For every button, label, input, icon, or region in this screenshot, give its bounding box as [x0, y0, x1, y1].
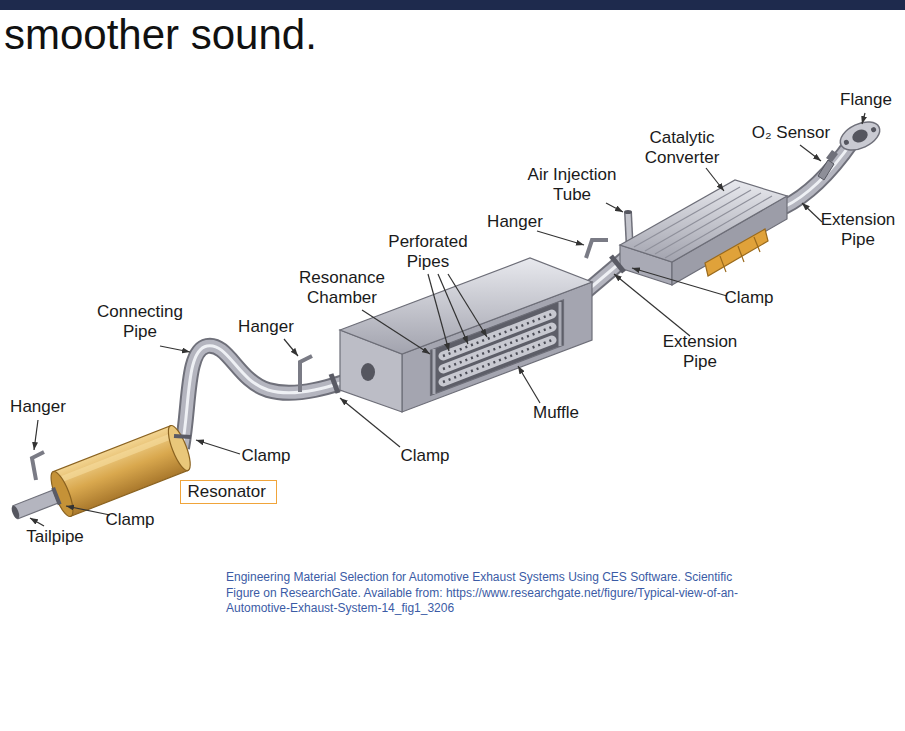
figure-caption: Engineering Material Selection for Autom… [226, 570, 766, 617]
muffler-cutaway [431, 300, 564, 396]
flange-hole [850, 127, 870, 145]
perforated-pipe [443, 340, 552, 382]
part-label: Tailpipe [26, 527, 84, 547]
baffle-plate [559, 302, 562, 346]
rib [645, 190, 751, 251]
slide-heading-fragment: smoother sound. [4, 12, 317, 58]
leader-line [362, 310, 430, 354]
leader-line [340, 398, 400, 447]
leader-line [862, 113, 865, 124]
perforations [443, 340, 552, 382]
leader-line [66, 506, 110, 515]
leader-line [34, 420, 38, 450]
box-label: Resonator [188, 482, 269, 502]
front-pipe [784, 142, 852, 207]
part-label: Air Injection Tube [513, 165, 631, 204]
part-label: Resonance Chamber [292, 268, 392, 307]
baffle-plate [433, 349, 436, 394]
clamp [53, 488, 60, 505]
muffler-outlet [361, 363, 375, 381]
leader-line [30, 518, 44, 526]
leader-line [706, 168, 724, 191]
resonator-assembly [4, 423, 195, 536]
part-label: Extension Pipe [817, 210, 899, 249]
o2-sensor [818, 160, 834, 180]
o2-sensor-head [826, 150, 838, 162]
honeycomb-line [754, 237, 760, 252]
part-label: Hanger [487, 212, 543, 232]
rib [634, 187, 740, 247]
leader-line [802, 203, 822, 222]
leader-line [800, 145, 821, 161]
leader-lines [30, 113, 865, 526]
hanger-bracket [300, 356, 312, 392]
resonator-end [47, 469, 78, 519]
title-bar [0, 0, 905, 10]
leader-line [160, 346, 190, 352]
hanger-bracket [32, 452, 44, 480]
converter-ribs [634, 187, 772, 272]
resonator-highlight [60, 434, 172, 483]
catalytic-converter [620, 180, 787, 285]
leader-line [448, 274, 487, 337]
part-label: Clamp [105, 510, 154, 530]
clamp [611, 256, 624, 272]
leader-line [284, 339, 298, 356]
honeycomb-line [738, 246, 744, 262]
rib [655, 193, 761, 254]
part-label: Extension Pipe [650, 332, 750, 371]
leader-line [614, 274, 690, 336]
part-label: Hanger [10, 397, 66, 417]
label-box: Resonator [180, 480, 277, 504]
leader-line [518, 366, 540, 403]
pipes [182, 142, 852, 448]
hanger-bracket [586, 240, 608, 258]
flange [836, 116, 884, 156]
converter-top [620, 180, 787, 262]
leader-line [196, 440, 240, 454]
rib [665, 196, 772, 258]
resonator-body [53, 426, 188, 517]
perforated-pipes [434, 302, 560, 394]
leader-line [632, 268, 727, 296]
part-label: Connecting Pipe [90, 302, 190, 341]
part-label: Catalytic Converter [634, 128, 730, 167]
bolt-hole [843, 139, 850, 146]
part-label: Clamp [724, 288, 773, 308]
honeycomb-core [705, 229, 768, 276]
tailpipe-opening [10, 505, 21, 520]
leader-line [428, 274, 449, 351]
part-label: Muffle [533, 403, 579, 423]
part-label: Perforated Pipes [378, 232, 478, 271]
leader-line [537, 231, 584, 245]
pipe-highlight [784, 142, 852, 207]
leader-line [606, 203, 623, 212]
honeycomb-line [720, 256, 726, 272]
flange-plate [836, 116, 884, 156]
resonator-end [164, 423, 195, 473]
bolt-hole [870, 126, 877, 133]
tube-opening [624, 210, 632, 214]
leader-line [438, 274, 468, 344]
part-label: Clamp [241, 446, 290, 466]
clamp [174, 436, 191, 437]
part-label: O₂ Sensor [752, 123, 830, 143]
part-label: Clamp [400, 446, 449, 466]
clamp [331, 374, 338, 393]
front-pipe [784, 142, 852, 207]
part-label: Hanger [238, 317, 294, 337]
part-label: Flange [840, 90, 892, 110]
